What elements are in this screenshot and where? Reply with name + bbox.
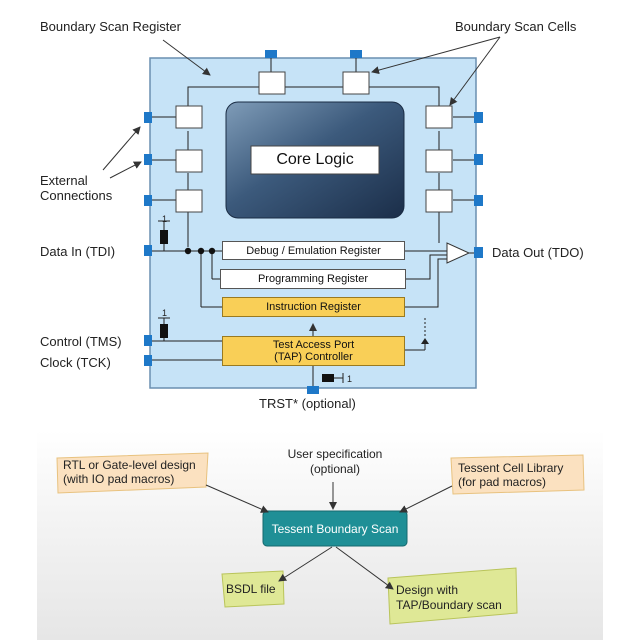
data-out-label: Data Out (TDO)	[492, 245, 584, 260]
reg-output-wire	[405, 258, 447, 308]
rtl-note-shape	[56, 452, 209, 494]
data-in-label: Data In (TDI)	[40, 244, 116, 259]
callout-arrow	[371, 36, 501, 75]
core-logic-label: Core Logic	[276, 151, 354, 168]
io-pad	[474, 112, 483, 123]
io-pad	[144, 154, 152, 165]
external-connections-label: External Connections	[40, 173, 112, 203]
tdi-pullup-value: 1	[162, 214, 168, 224]
debug-emulation-register: Debug / Emulation Register	[222, 241, 405, 260]
io-pad-trst	[307, 386, 319, 394]
io-pad-tck	[144, 355, 152, 366]
cell-lib-line2: (for pad macros)	[458, 475, 547, 489]
boundary-scan-cell	[175, 149, 203, 173]
reg-output-wire	[406, 254, 447, 280]
boundary-scan-cell	[175, 105, 203, 129]
io-pad-tdi	[144, 245, 152, 256]
control-label: Control (TMS)	[40, 334, 122, 349]
io-pad-tms	[144, 335, 152, 346]
clock-label: Clock (TCK)	[40, 355, 111, 370]
scan-chain-wire	[187, 86, 440, 117]
boundary-scan-cell	[425, 189, 453, 213]
junction-dot	[197, 247, 205, 255]
io-pad	[265, 50, 277, 58]
boundary-scan-cell	[175, 189, 203, 213]
io-pad-tdo	[474, 247, 483, 258]
io-pad	[144, 112, 152, 123]
tms-pullup-value: 1	[162, 308, 168, 318]
bsdl-note-shape	[221, 570, 285, 608]
boundary-scan-cell	[342, 71, 370, 95]
tap-controller-line2: (TAP) Controller	[274, 351, 353, 363]
tool-box-shape	[262, 510, 408, 547]
boundary-scan-cells-label: Boundary Scan Cells	[455, 19, 577, 34]
boundary-scan-cell	[425, 105, 453, 129]
flow-arrow	[399, 485, 453, 513]
flow-arrow	[335, 546, 394, 590]
junction-dot	[208, 247, 216, 255]
boundary-scan-cell	[425, 149, 453, 173]
rtl-line2: (with IO pad macros)	[63, 472, 175, 486]
io-pad	[474, 195, 483, 206]
cell-lib-line1: Tessent Cell Library	[458, 461, 564, 475]
rtl-line1: RTL or Gate-level design	[63, 458, 196, 472]
tap-control-arrow	[421, 338, 429, 344]
cell-library-note-shape	[450, 454, 585, 495]
design-with-tap-note: Design with TAP/Boundary scan	[396, 583, 502, 613]
instruction-register: Instruction Register	[222, 297, 405, 317]
user-spec-line1: User specification	[287, 447, 383, 461]
tms-pullup-resistor	[160, 324, 168, 338]
core-logic-label-box	[250, 145, 380, 175]
callout-arrow	[162, 39, 211, 76]
trst-label: TRST* (optional)	[259, 396, 356, 411]
tap-controller: Test Access Port (TAP) Controller	[222, 336, 405, 366]
callout-arrow	[102, 126, 141, 171]
flow-arrow	[205, 484, 269, 513]
programming-register: Programming Register	[220, 269, 406, 289]
callout-arrow	[449, 36, 501, 106]
tdi-pullup-resistor	[160, 230, 168, 244]
cell-library-note: Tessent Cell Library (for pad macros)	[458, 461, 563, 489]
io-pad	[144, 195, 152, 206]
user-specification-label: User specification (optional)	[270, 447, 400, 477]
boundary-scan-cell	[258, 71, 286, 95]
trst-pullup-value: 1	[347, 374, 353, 384]
boundary-scan-register-label: Boundary Scan Register	[40, 19, 181, 34]
bsdl-file-note: BSDL file	[226, 582, 276, 596]
callout-arrow	[109, 161, 142, 179]
design-line1: Design with	[396, 583, 459, 597]
io-pad	[350, 50, 362, 58]
rtl-design-note: RTL or Gate-level design (with IO pad ma…	[63, 458, 196, 486]
design-note-shape	[387, 567, 518, 625]
tap-controller-line1: Test Access Port	[272, 339, 355, 351]
external-connections-line2: Connections	[40, 188, 113, 203]
io-pad	[474, 154, 483, 165]
flow-arrow	[278, 546, 333, 582]
trst-pullup-resistor	[322, 374, 334, 382]
external-connections-line1: External	[40, 173, 88, 188]
tessent-boundary-scan-box: Tessent Boundary Scan	[271, 521, 399, 536]
user-spec-line2: (optional)	[309, 462, 361, 476]
tdo-mux	[446, 242, 471, 264]
junction-dot	[184, 247, 192, 255]
design-line2: TAP/Boundary scan	[396, 598, 502, 612]
